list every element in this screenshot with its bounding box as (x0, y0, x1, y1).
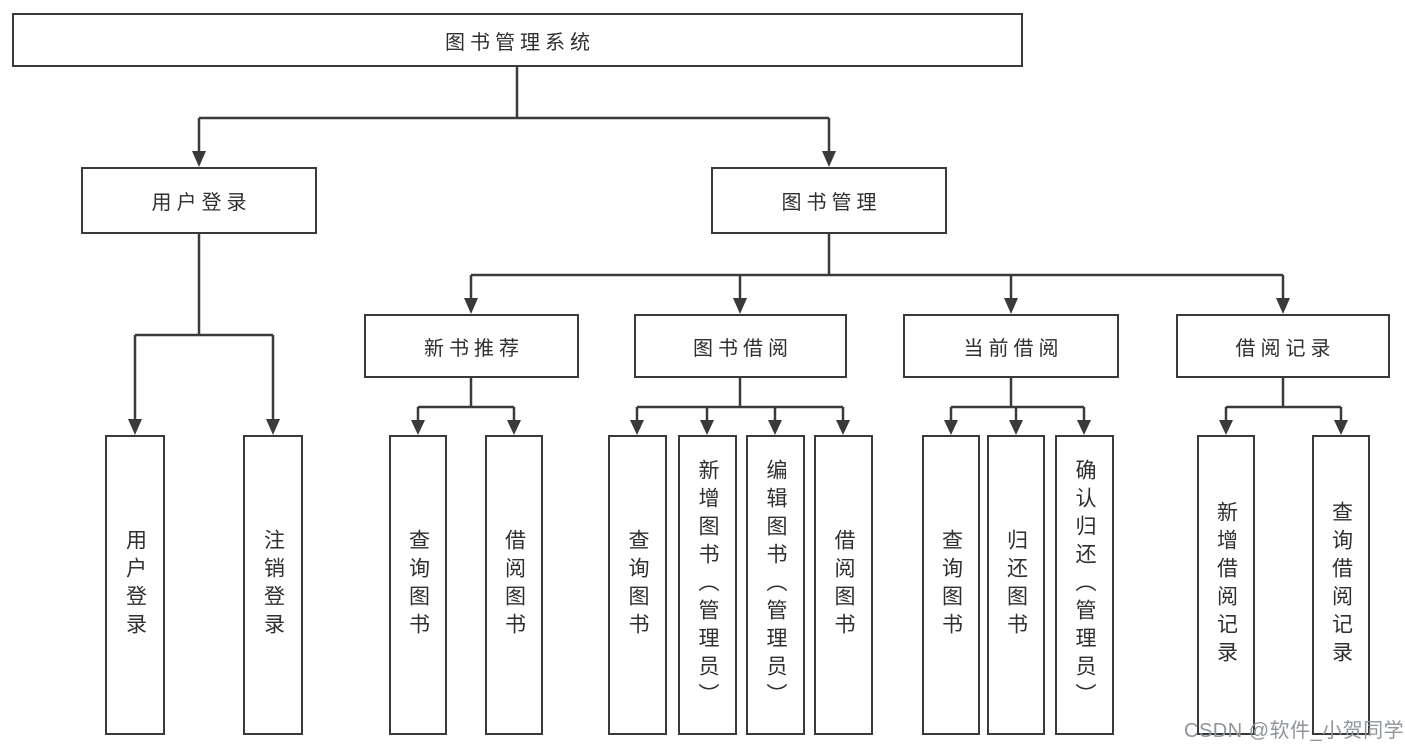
arrowhead-icon (507, 420, 521, 435)
leaf-borrow-query-books: 查询图书 (608, 435, 667, 735)
leaf-newbook-query-books-label: 查询图书 (406, 529, 430, 641)
arrowhead-icon (1334, 420, 1348, 435)
node-new-book-recommend: 新书推荐 (364, 314, 579, 378)
leaf-borrow-edit-books-admin-label: 编辑图书（管理员） (764, 459, 787, 711)
arrowhead-icon (836, 420, 850, 435)
arrowhead-icon (1009, 420, 1023, 435)
node-book-management-label: 图书管理 (781, 192, 882, 214)
leaf-newbook-borrow-books-label: 借阅图书 (502, 529, 526, 641)
arrowhead-icon (768, 420, 782, 435)
leaf-current-query-books: 查询图书 (922, 435, 980, 735)
edge-current-borrow-to-leaves (944, 378, 1091, 435)
node-new-book-recommend-label: 新书推荐 (424, 337, 524, 360)
arrowhead-icon (1276, 298, 1290, 314)
arrowhead-icon (464, 298, 478, 314)
leaf-current-confirm-return-admin: 确认归还（管理员） (1055, 435, 1114, 735)
leaf-borrow-edit-books-admin: 编辑图书（管理员） (746, 435, 805, 735)
node-current-borrow-label: 当前借阅 (963, 337, 1064, 360)
arrowhead-icon (944, 420, 958, 435)
leaf-records-add-borrow-record-label: 新增借阅记录 (1214, 501, 1238, 669)
node-current-borrow: 当前借阅 (903, 314, 1119, 378)
arrowhead-icon (1004, 298, 1018, 314)
edge-new-book-to-leaves (411, 378, 521, 435)
node-library-system-label: 图书管理系统 (445, 31, 595, 54)
node-library-system: 图书管理系统 (12, 13, 1023, 67)
leaf-borrow-borrow-books: 借阅图书 (814, 435, 873, 735)
leaf-newbook-borrow-books: 借阅图书 (485, 435, 543, 735)
leaf-borrow-query-books-label: 查询图书 (626, 529, 649, 641)
csdn-watermark: CSDN @软件_小贺同学 (1184, 720, 1405, 742)
leaf-current-query-books-label: 查询图书 (939, 529, 963, 641)
leaf-logout-label: 注销登录 (261, 529, 285, 641)
leaf-logout: 注销登录 (243, 435, 303, 735)
node-user-login-label: 用户登录 (151, 192, 252, 214)
arrowhead-icon (822, 151, 836, 167)
leaf-user-login-label: 用户登录 (123, 529, 147, 641)
leaf-borrow-add-books-admin-label: 新增图书（管理员） (696, 459, 719, 711)
leaf-records-query-borrow-record: 查询借阅记录 (1312, 435, 1370, 735)
node-borrow-records: 借阅记录 (1176, 314, 1390, 378)
leaf-current-return-books-label: 归还图书 (1004, 529, 1028, 641)
arrowhead-icon (1219, 420, 1233, 435)
leaf-borrow-borrow-books-label: 借阅图书 (832, 529, 855, 641)
node-book-borrow-label: 图书借阅 (693, 337, 793, 360)
leaf-records-query-borrow-record-label: 查询借阅记录 (1329, 501, 1353, 669)
arrowhead-icon (733, 298, 747, 314)
arrowhead-icon (266, 419, 280, 435)
edge-root-to-branches (192, 67, 836, 167)
edge-book-borrow-to-leaves (630, 378, 850, 435)
leaf-current-return-books: 归还图书 (987, 435, 1045, 735)
edge-user-login-to-leaves (128, 234, 280, 435)
node-book-management: 图书管理 (711, 167, 947, 234)
arrowhead-icon (700, 420, 714, 435)
arrowhead-icon (411, 420, 425, 435)
leaf-newbook-query-books: 查询图书 (389, 435, 447, 735)
edge-borrow-records-to-leaves (1219, 378, 1348, 435)
node-book-borrow: 图书借阅 (634, 314, 847, 378)
node-user-login: 用户登录 (81, 167, 317, 234)
arrowhead-icon (192, 151, 206, 167)
arrowhead-icon (1077, 420, 1091, 435)
node-borrow-records-label: 借阅记录 (1235, 337, 1336, 360)
leaf-borrow-add-books-admin: 新增图书（管理员） (678, 435, 737, 735)
leaf-current-confirm-return-admin-label: 确认归还（管理员） (1073, 459, 1096, 711)
arrowhead-icon (630, 420, 644, 435)
arrowhead-icon (128, 419, 142, 435)
leaf-user-login: 用户登录 (105, 435, 165, 735)
edge-book-management-to-groups (464, 234, 1290, 314)
leaf-records-add-borrow-record: 新增借阅记录 (1197, 435, 1255, 735)
